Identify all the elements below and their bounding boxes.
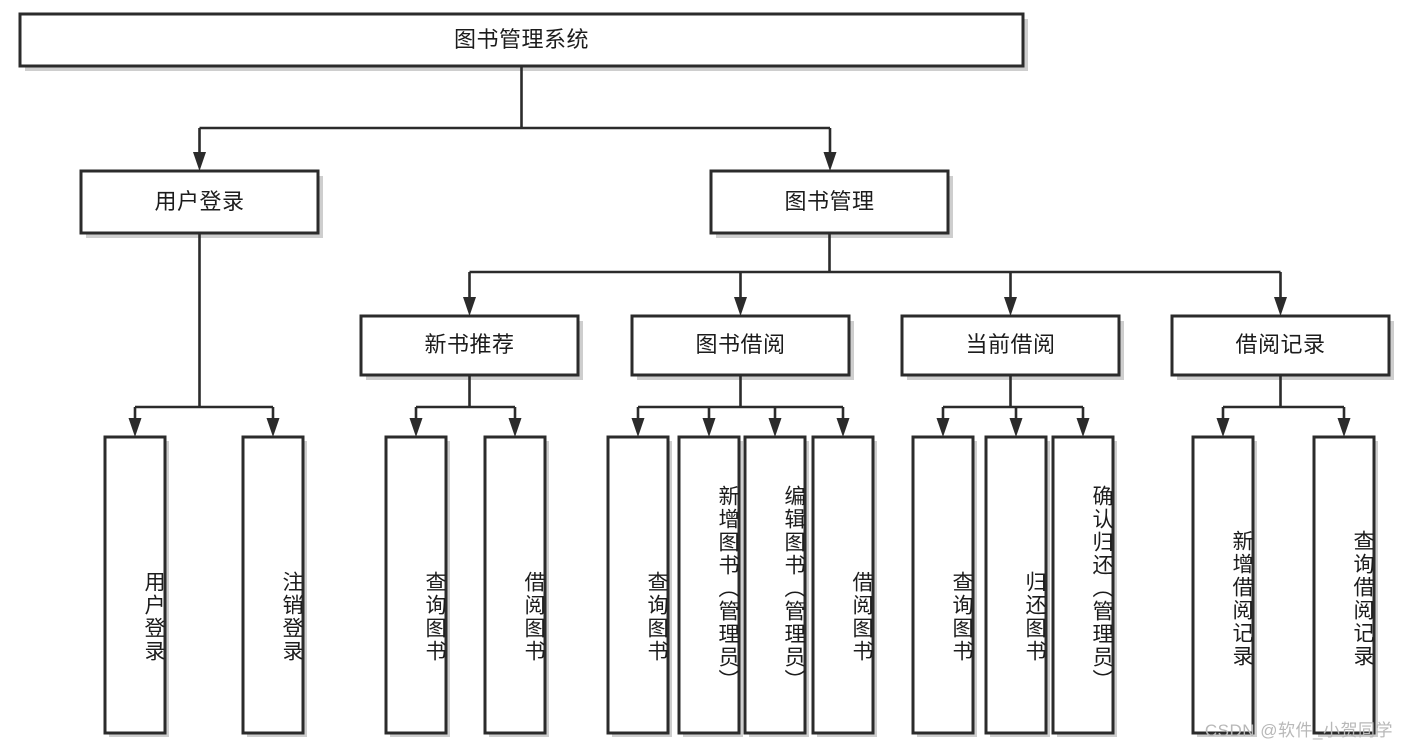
node-borrow-record[interactable] [1170, 314, 1394, 380]
node-leaf-logout[interactable] [241, 435, 307, 737]
connector-user-login-to-leaves [128, 233, 280, 437]
connector-book-borrow-to-leaves [631, 375, 850, 437]
connector-current-borrow-to-leaves [936, 375, 1090, 437]
node-book-manage[interactable] [709, 169, 953, 238]
node-leaf-query-book-1[interactable] [384, 435, 450, 737]
book-borrow-rect[interactable] [630, 314, 851, 377]
node-leaf-confirm-return[interactable] [1051, 435, 1117, 737]
borrow-record-rect[interactable] [1170, 314, 1391, 377]
node-leaf-user-login[interactable] [103, 435, 169, 737]
node-leaf-add-record[interactable] [1191, 435, 1257, 737]
node-root[interactable] [18, 12, 1028, 71]
root-rect[interactable] [18, 12, 1025, 68]
user-login-rect[interactable] [79, 169, 320, 235]
node-leaf-query-book-2[interactable] [606, 435, 672, 737]
book-manage-rect[interactable] [709, 169, 950, 235]
node-leaf-borrow-book-1[interactable] [483, 435, 549, 737]
connector-new-book-recommend-to-leaves [409, 375, 522, 437]
node-leaf-add-book[interactable] [677, 435, 743, 737]
node-leaf-return-book[interactable] [984, 435, 1050, 737]
current-borrow-rect[interactable] [900, 314, 1121, 377]
new-book-recommend-rect[interactable] [359, 314, 580, 377]
leaf-boxes [103, 435, 1378, 737]
node-leaf-edit-book[interactable] [743, 435, 809, 737]
node-new-book-recommend[interactable] [359, 314, 583, 380]
node-leaf-borrow-book-2[interactable] [811, 435, 877, 737]
connector-borrow-record-to-leaves [1216, 375, 1351, 437]
connector-book-manage-to-level3 [463, 233, 1287, 316]
node-current-borrow[interactable] [900, 314, 1124, 380]
node-book-borrow[interactable] [630, 314, 854, 380]
connector-root-to-level2 [193, 66, 837, 171]
node-leaf-query-book-3[interactable] [911, 435, 977, 737]
node-leaf-query-record[interactable] [1312, 435, 1378, 737]
node-user-login[interactable] [79, 169, 323, 238]
